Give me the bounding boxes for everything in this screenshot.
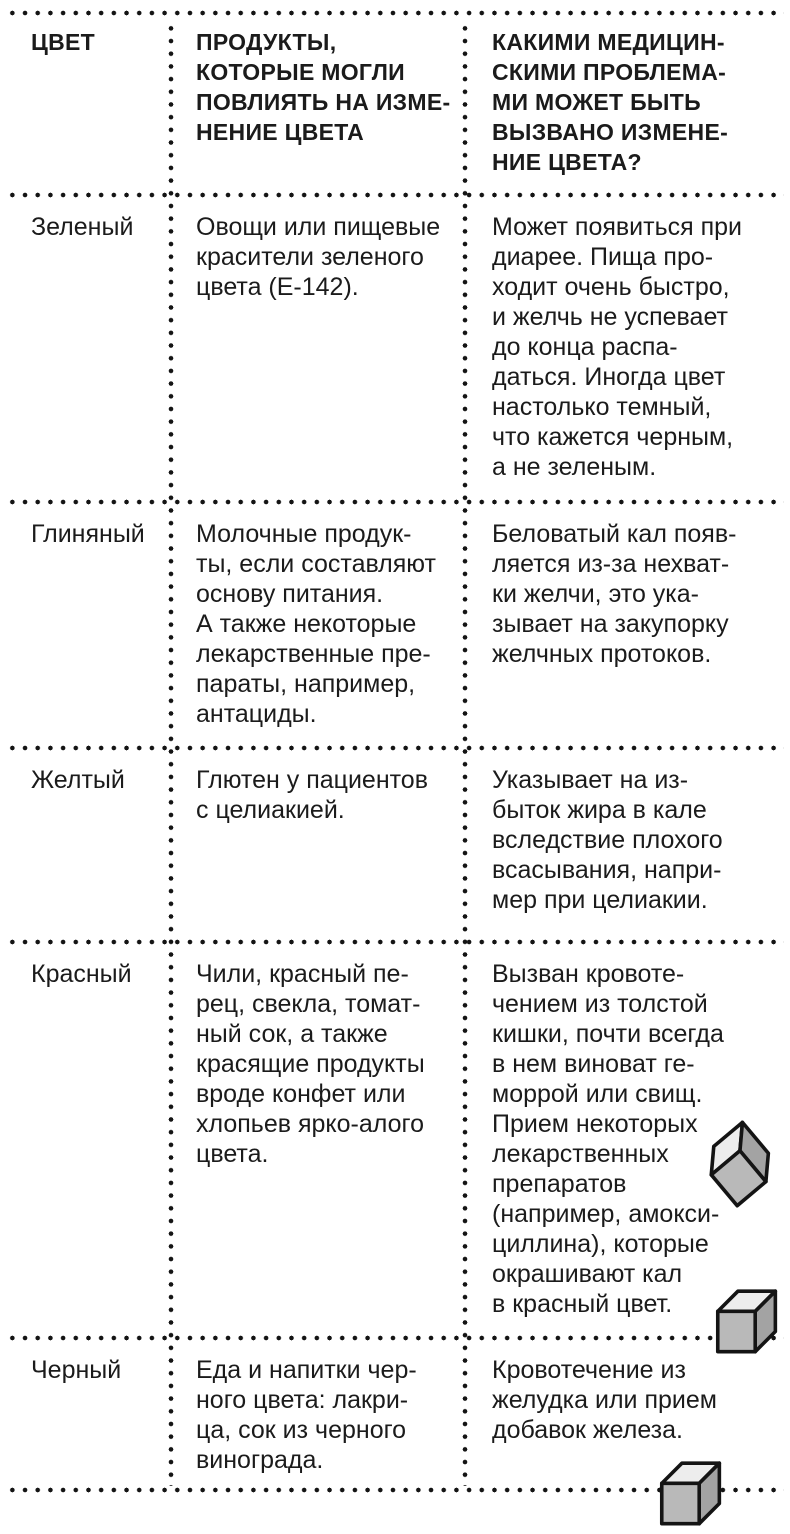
- problems-cell: Может появиться при диарее. Пища про- хо…: [492, 213, 743, 481]
- color-cell: Черный: [31, 1356, 122, 1384]
- color-cell: Зеленый: [31, 213, 134, 241]
- header-products: ПРОДУКТЫ, КОТОРЫЕ МОГЛИ ПОВЛИЯТЬ НА ИЗМЕ…: [196, 29, 451, 145]
- divider-row-2: [6, 745, 784, 751]
- table: ЦВЕТ ПРОДУКТЫ, КОТОРЫЕ МОГЛИ ПОВЛИЯТЬ НА…: [0, 13, 790, 1490]
- divider-row-1: [6, 499, 784, 505]
- header-color: ЦВЕТ: [31, 29, 96, 55]
- cube-icon: [656, 1456, 728, 1528]
- divider-top: [6, 10, 784, 16]
- header-problems: КАКИМИ МЕДИЦИН- СКИМИ ПРОБЛЕМА- МИ МОЖЕТ…: [492, 29, 729, 175]
- products-cell: Еда и напитки чер- ного цвета: лакри- ца…: [196, 1356, 417, 1474]
- products-cell: Молочные продук- ты, если составляют осн…: [196, 520, 436, 728]
- problems-cell: Беловатый кал появ- ляется из-за нехват-…: [492, 520, 737, 668]
- color-cell: Глиняный: [31, 520, 145, 548]
- problems-cell: Указывает на из- быток жира в кале вслед…: [492, 766, 723, 914]
- divider-row-3: [6, 939, 784, 945]
- color-cell: Красный: [31, 960, 132, 988]
- problems-cell: Вызван кровоте- чением из толстой кишки,…: [492, 960, 724, 1318]
- products-cell: Чили, красный пе- рец, свекла, томат- ны…: [196, 960, 425, 1168]
- color-cell: Желтый: [31, 766, 125, 794]
- divider-after-header: [6, 192, 784, 198]
- cube-icon: [712, 1284, 784, 1356]
- column-divider-1: [168, 22, 174, 1486]
- products-cell: Овощи или пищевые красители зеленого цве…: [196, 213, 441, 301]
- problems-cell: Кровотечение из желудка или прием добаво…: [492, 1356, 717, 1444]
- products-cell: Глютен у пациентов с целиакией.: [196, 766, 428, 824]
- cube-icon: [689, 1111, 790, 1212]
- divider-row-4: [6, 1335, 784, 1341]
- column-divider-2: [462, 22, 468, 1486]
- divider-bottom: [6, 1487, 784, 1493]
